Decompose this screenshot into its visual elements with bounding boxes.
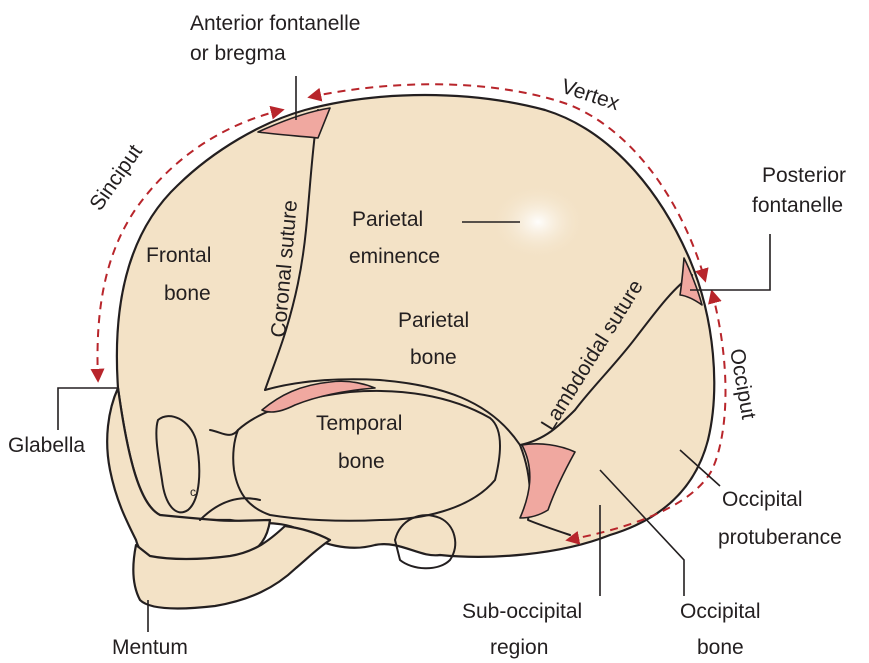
label-frontal-bone-2: bone — [164, 282, 211, 305]
label-occipital-bone-2: bone — [697, 636, 744, 659]
label-occiput: Occiput — [725, 347, 760, 421]
label-posterior-fontanelle-1: Posterior — [762, 164, 846, 187]
label-occipital-bone-1: Occipital — [680, 600, 761, 623]
label-sinciput: Sinciput — [85, 140, 147, 215]
label-mentum: Mentum — [112, 636, 188, 659]
label-frontal-bone-1: Frontal — [146, 244, 211, 267]
label-occipital-protuberance-1: Occipital — [722, 488, 803, 511]
label-parietal-bone-2: bone — [410, 346, 457, 369]
label-parietal-bone-1: Parietal — [398, 309, 469, 332]
label-temporal-bone-2: bone — [338, 450, 385, 473]
label-anterior-fontanelle-1: Anterior fontanelle — [190, 12, 360, 35]
label-posterior-fontanelle-2: fontanelle — [752, 194, 843, 217]
label-glabella: Glabella — [8, 434, 85, 457]
leader-posterior-fontanelle — [690, 234, 770, 290]
label-parietal-eminence-2: eminence — [349, 245, 440, 268]
orbit-letter: c — [190, 485, 196, 499]
label-parietal-eminence-1: Parietal — [352, 208, 423, 231]
label-occipital-protuberance-2: protuberance — [718, 526, 842, 549]
label-sub-occipital-1: Sub-occipital — [462, 600, 582, 623]
label-sub-occipital-2: region — [490, 636, 548, 659]
label-anterior-fontanelle-2: or bregma — [190, 42, 286, 65]
label-vertex: Vertex — [558, 75, 622, 115]
label-temporal-bone-1: Temporal — [316, 412, 402, 435]
